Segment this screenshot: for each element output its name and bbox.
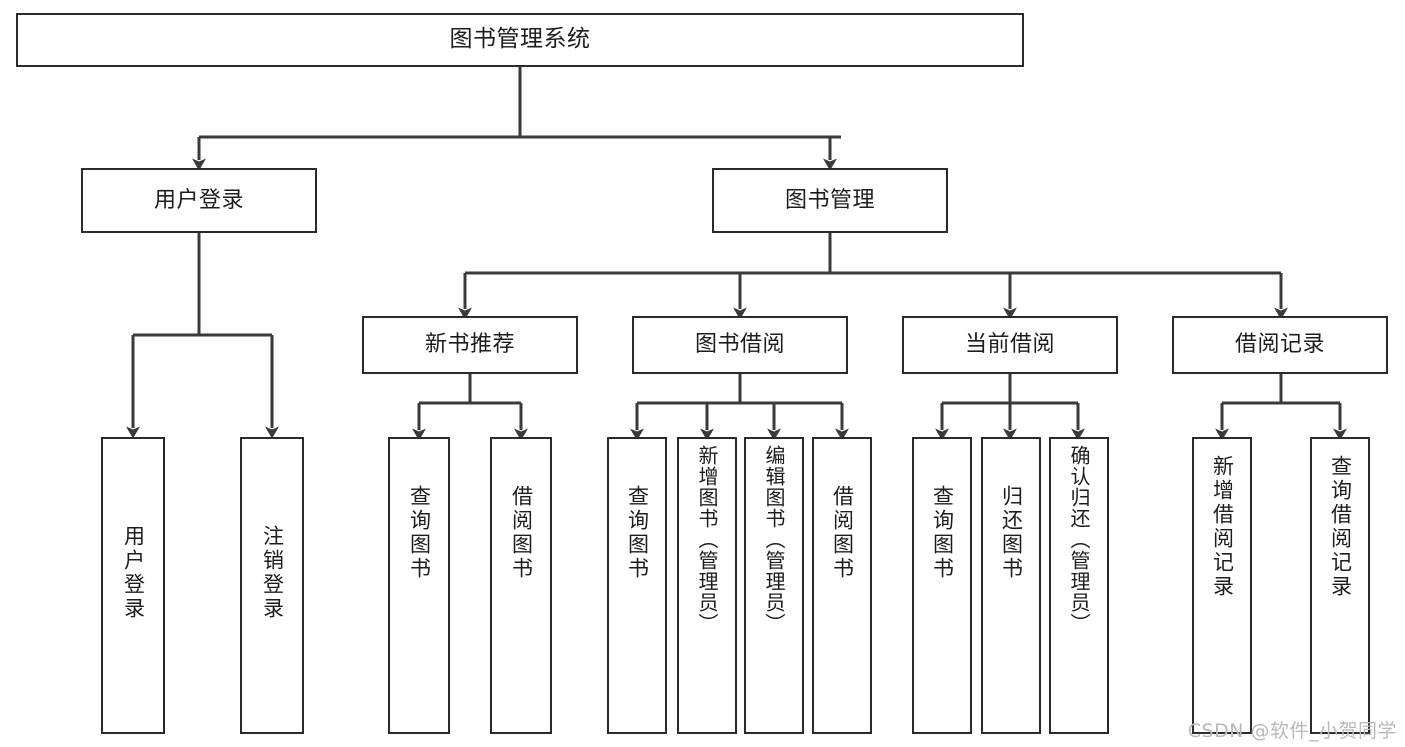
node-book-manage-label: 图书管理 (784, 187, 875, 213)
node-leaf-edit-book[interactable]: 编辑图书（管理员） (744, 437, 804, 734)
node-leaf-return-book[interactable]: 归还图书 (981, 437, 1041, 734)
node-borrow-record-label: 借阅记录 (1234, 332, 1325, 358)
node-leaf-query-book-2-label: 查询图书 (625, 485, 650, 581)
node-leaf-confirm-return[interactable]: 确认归还（管理员） (1049, 437, 1109, 734)
node-leaf-query-record-label: 查询借阅记录 (1328, 455, 1353, 599)
node-leaf-query-book-2[interactable]: 查询图书 (607, 437, 667, 734)
node-leaf-user-login-label: 用户登录 (121, 525, 146, 621)
node-leaf-logout-label: 注销登录 (260, 525, 285, 621)
node-leaf-borrow-book-2-label: 借阅图书 (830, 485, 855, 581)
node-leaf-add-record[interactable]: 新增借阅记录 (1192, 437, 1252, 734)
node-root-label: 图书管理系统 (449, 26, 591, 53)
node-current-borrow[interactable]: 当前借阅 (902, 316, 1118, 374)
node-book-borrow[interactable]: 图书借阅 (632, 316, 848, 374)
node-leaf-borrow-book-1[interactable]: 借阅图书 (490, 437, 552, 734)
node-leaf-add-book-label: 新增图书（管理员） (695, 445, 719, 634)
node-leaf-borrow-book-1-label: 借阅图书 (509, 485, 534, 581)
node-new-book-rec-label: 新书推荐 (424, 332, 515, 358)
node-leaf-add-book[interactable]: 新增图书（管理员） (677, 437, 737, 734)
node-book-borrow-label: 图书借阅 (694, 332, 785, 358)
node-leaf-edit-book-label: 编辑图书（管理员） (762, 445, 786, 634)
node-book-manage[interactable]: 图书管理 (712, 168, 948, 233)
node-user-login-label: 用户登录 (153, 187, 244, 213)
node-current-borrow-label: 当前借阅 (964, 332, 1055, 358)
node-borrow-record[interactable]: 借阅记录 (1172, 316, 1388, 374)
node-new-book-rec[interactable]: 新书推荐 (362, 316, 578, 374)
node-leaf-query-book-1-label: 查询图书 (407, 485, 432, 581)
node-leaf-confirm-return-label: 确认归还（管理员） (1067, 445, 1091, 634)
node-leaf-query-record[interactable]: 查询借阅记录 (1310, 437, 1370, 734)
node-leaf-logout[interactable]: 注销登录 (240, 437, 304, 734)
node-leaf-borrow-book-2[interactable]: 借阅图书 (812, 437, 872, 734)
node-leaf-query-book-3-label: 查询图书 (930, 485, 955, 581)
node-root[interactable]: 图书管理系统 (16, 13, 1024, 67)
node-leaf-return-book-label: 归还图书 (999, 485, 1024, 581)
node-leaf-query-book-1[interactable]: 查询图书 (388, 437, 450, 734)
node-leaf-user-login[interactable]: 用户登录 (101, 437, 165, 734)
node-leaf-add-record-label: 新增借阅记录 (1210, 455, 1235, 599)
node-user-login[interactable]: 用户登录 (81, 168, 317, 233)
node-leaf-query-book-3[interactable]: 查询图书 (912, 437, 972, 734)
